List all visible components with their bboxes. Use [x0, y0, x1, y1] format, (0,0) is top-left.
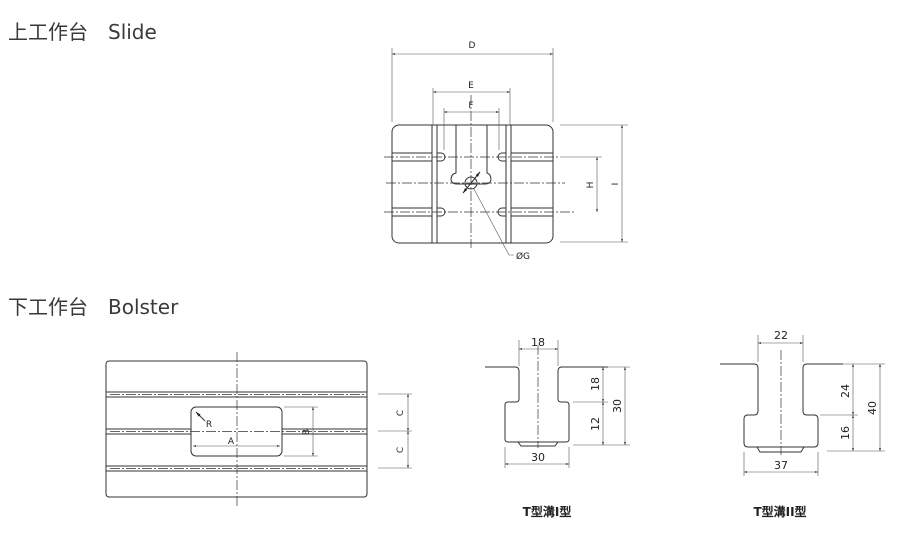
slide-drawing: [384, 48, 628, 256]
dim-label-r: R: [206, 420, 212, 430]
dim-label-d: D: [469, 41, 476, 51]
dim-label-e: E: [468, 81, 474, 91]
tslot1-caption: T型溝I型: [523, 504, 572, 519]
dim-label-g: ØG: [516, 251, 530, 262]
dim-label-a: A: [228, 437, 235, 447]
dim-label-i: I: [611, 183, 621, 186]
dim-label-f: F: [468, 101, 473, 111]
tslot2-neck-width: 22: [774, 329, 788, 342]
bolster-heading: 下工作台 Bolster: [8, 295, 179, 319]
dim-label-c1: C: [396, 410, 406, 416]
tslot-type2-drawing: [720, 335, 885, 476]
tslot1-head-depth: 12: [589, 417, 602, 431]
tslot1-neck-depth: 18: [589, 377, 602, 391]
tslot2-caption: T型溝II型: [753, 504, 806, 519]
dim-label-b: B: [302, 429, 312, 435]
dim-label-c2: C: [396, 447, 406, 453]
tslot2-base-width: 37: [774, 459, 788, 472]
tslot-type1-drawing: [485, 340, 630, 468]
dim-label-h: H: [586, 182, 596, 189]
tslot1-neck-width: 18: [531, 336, 545, 349]
slide-heading: 上工作台 Slide: [8, 20, 157, 44]
tslot2-head-depth: 16: [839, 426, 852, 440]
tslot1-total-depth: 30: [611, 399, 624, 413]
tslot2-neck-depth: 24: [839, 384, 852, 398]
tslot2-total-depth: 40: [866, 401, 879, 415]
bolster-drawing: [105, 352, 412, 507]
tslot1-base-width: 30: [531, 451, 545, 464]
